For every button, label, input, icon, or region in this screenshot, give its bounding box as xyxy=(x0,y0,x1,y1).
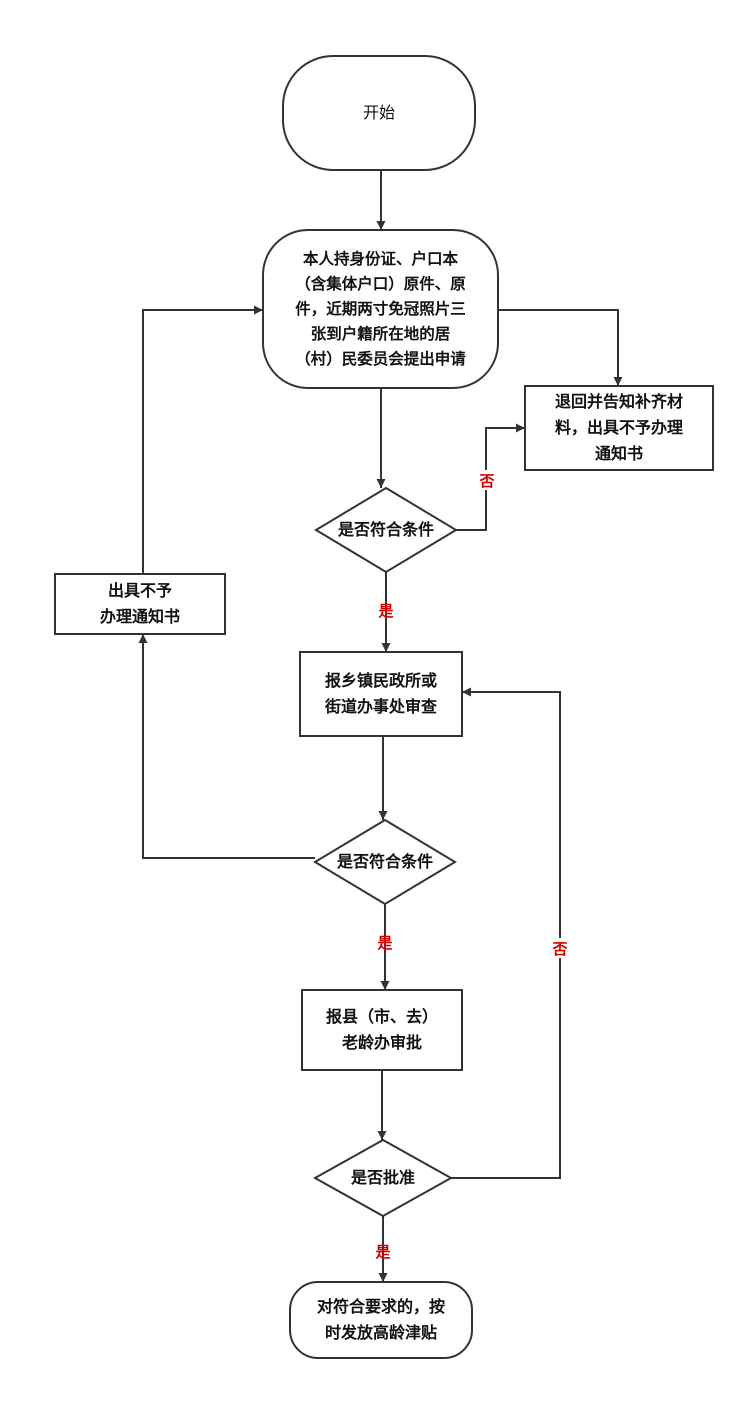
branch-label-no-1: 否 xyxy=(478,470,496,490)
branch-label-yes-2: 是 xyxy=(377,934,393,952)
arrow-check2-notice xyxy=(138,634,315,859)
township-label: 报乡镇民政所或 街道办事处审查 xyxy=(324,671,437,716)
arrow-apply-return xyxy=(498,309,623,386)
approve-label: 是否批准 xyxy=(350,1168,415,1187)
arrow-notice-apply xyxy=(142,305,263,574)
start-label: 开始 xyxy=(362,103,395,122)
apply-label: 本人持身份证、户口本 （含集体户口）原件、原 件，近期两寸免冠照片三 张到户籍所… xyxy=(295,249,466,368)
arrow-approve-township xyxy=(451,687,561,1179)
start-terminal xyxy=(282,55,476,171)
end-label: 对符合要求的，按 时发放高龄津贴 xyxy=(316,1297,445,1342)
end-terminal xyxy=(289,1281,473,1359)
branch-label-yes-1: 是 xyxy=(378,602,394,620)
county-label: 报县（市、去） 老龄办审批 xyxy=(325,1007,438,1052)
branch-label-no-2: 否 xyxy=(551,938,569,958)
return-label: 退回并告知补齐材 料，出具不予办理 通知书 xyxy=(554,392,683,463)
branch-label-yes-3: 是 xyxy=(375,1243,391,1261)
notice-label: 出具不予 办理通知书 xyxy=(99,581,180,626)
check2-label: 是否符合条件 xyxy=(336,852,433,871)
check1-label: 是否符合条件 xyxy=(337,520,434,539)
